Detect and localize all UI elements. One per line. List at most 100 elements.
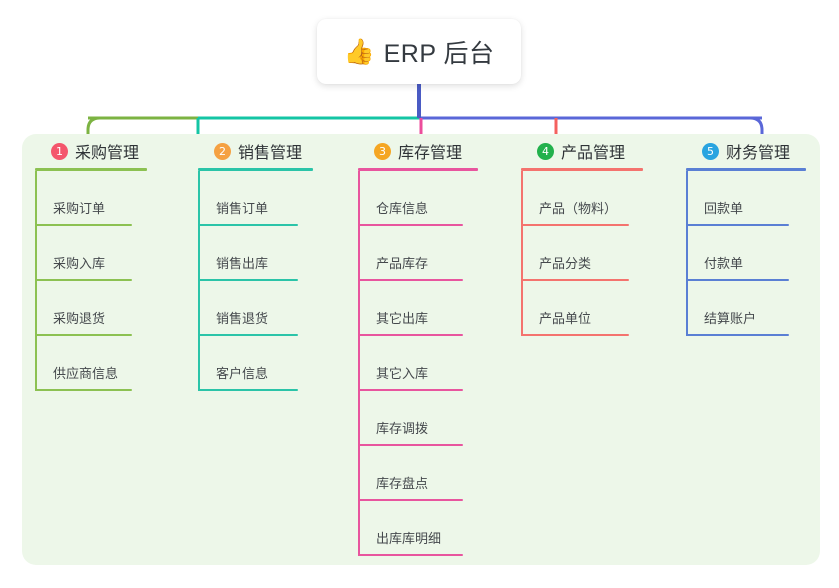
branch-item-rule bbox=[686, 279, 789, 281]
branch-item[interactable]: 库存盘点 bbox=[358, 446, 478, 501]
branch-item[interactable]: 付款单 bbox=[686, 226, 806, 281]
branch-item[interactable]: 出库库明细 bbox=[358, 501, 478, 556]
branch-items: 销售订单销售出库销售退货客户信息 bbox=[198, 171, 313, 391]
branch-item-rule bbox=[686, 224, 789, 226]
branch-item-label: 客户信息 bbox=[216, 366, 269, 381]
branch-item[interactable]: 仓库信息 bbox=[358, 171, 478, 226]
branch-item-label: 出库库明细 bbox=[376, 531, 442, 546]
branch-items: 采购订单采购入库采购退货供应商信息 bbox=[35, 171, 147, 391]
branch-item-rule bbox=[358, 554, 463, 556]
branch-title: 销售管理 bbox=[238, 145, 303, 162]
branch-item[interactable]: 其它入库 bbox=[358, 336, 478, 391]
branch-spine bbox=[35, 171, 37, 391]
branch-item[interactable]: 采购订单 bbox=[35, 171, 147, 226]
branch-item-rule bbox=[521, 334, 629, 336]
branch-items: 仓库信息产品库存其它出库其它入库库存调拨库存盘点出库库明细 bbox=[358, 171, 478, 556]
branch-item[interactable]: 客户信息 bbox=[198, 336, 313, 391]
branch-item[interactable]: 供应商信息 bbox=[35, 336, 147, 391]
branch-item-rule bbox=[198, 224, 298, 226]
branch-item[interactable]: 产品分类 bbox=[521, 226, 643, 281]
branch-item-rule bbox=[686, 334, 789, 336]
branch-item-rule bbox=[35, 389, 132, 391]
branch-item-label: 库存调拨 bbox=[376, 421, 429, 436]
branch-item-rule bbox=[521, 224, 629, 226]
branch-item-label: 其它出库 bbox=[376, 311, 429, 326]
branch-header-rule bbox=[521, 168, 643, 171]
branch-item[interactable]: 库存调拨 bbox=[358, 391, 478, 446]
branch-column-5: 5 财务管理回款单付款单结算账户 bbox=[686, 134, 806, 336]
branch-item[interactable]: 销售出库 bbox=[198, 226, 313, 281]
root-node[interactable]: 👍 ERP 后台 bbox=[317, 19, 521, 84]
branch-item-rule bbox=[521, 279, 629, 281]
branch-header-rule bbox=[686, 168, 806, 171]
branch-item-label: 结算账户 bbox=[704, 311, 757, 326]
branch-title: 产品管理 bbox=[561, 145, 626, 162]
branch-column-4: 4 产品管理产品（物料） 产品分类产品单位 bbox=[521, 134, 643, 336]
branch-item[interactable]: 产品（物料） bbox=[521, 171, 643, 226]
branch-column-2: 2 销售管理销售订单销售出库销售退货客户信息 bbox=[198, 134, 313, 391]
branch-spine bbox=[686, 171, 688, 336]
branch-item-label: 产品分类 bbox=[539, 256, 592, 271]
branch-item-rule bbox=[358, 444, 463, 446]
branch-item-label: 采购订单 bbox=[53, 201, 106, 216]
branch-item[interactable]: 产品单位 bbox=[521, 281, 643, 336]
branch-spine bbox=[198, 171, 200, 391]
branch-item[interactable]: 采购入库 bbox=[35, 226, 147, 281]
branch-item-label: 销售退货 bbox=[216, 311, 269, 326]
thumbs-up-icon: 👍 bbox=[343, 38, 375, 66]
branch-header-2[interactable]: 2 销售管理 bbox=[198, 134, 313, 168]
branch-item[interactable]: 回款单 bbox=[686, 171, 806, 226]
branch-number-badge: 4 bbox=[537, 142, 554, 160]
branch-title: 采购管理 bbox=[75, 145, 140, 162]
branch-item-rule bbox=[358, 334, 463, 336]
branch-item-rule bbox=[35, 224, 132, 226]
branch-item-rule bbox=[358, 389, 463, 391]
branch-item-label: 采购入库 bbox=[53, 256, 106, 271]
branch-items: 产品（物料） 产品分类产品单位 bbox=[521, 171, 643, 336]
branch-header-rule bbox=[198, 168, 313, 171]
branch-item[interactable]: 采购退货 bbox=[35, 281, 147, 336]
branch-header-3[interactable]: 3 库存管理 bbox=[358, 134, 478, 168]
branch-number-badge: 5 bbox=[702, 142, 719, 160]
branch-item-label: 产品单位 bbox=[539, 311, 592, 326]
branch-header-rule bbox=[358, 168, 478, 171]
branch-item[interactable]: 销售订单 bbox=[198, 171, 313, 226]
branch-column-3: 3 库存管理仓库信息产品库存其它出库其它入库库存调拨库存盘点出库库明细 bbox=[358, 134, 478, 556]
branch-item-rule bbox=[198, 389, 298, 391]
branch-title: 库存管理 bbox=[398, 145, 463, 162]
branch-item-label: 销售出库 bbox=[216, 256, 269, 271]
branch-item-rule bbox=[35, 279, 132, 281]
branch-item[interactable]: 产品库存 bbox=[358, 226, 478, 281]
branch-number-badge: 3 bbox=[374, 142, 391, 160]
branch-item-rule bbox=[35, 334, 132, 336]
branch-item-label: 仓库信息 bbox=[376, 201, 429, 216]
branch-item-label: 库存盘点 bbox=[376, 476, 429, 491]
branch-item[interactable]: 销售退货 bbox=[198, 281, 313, 336]
branch-item[interactable]: 结算账户 bbox=[686, 281, 806, 336]
branch-spine bbox=[521, 171, 523, 336]
branch-header-4[interactable]: 4 产品管理 bbox=[521, 134, 643, 168]
branch-item-rule bbox=[358, 279, 463, 281]
root-title: ERP 后台 bbox=[383, 39, 495, 68]
branch-item-rule bbox=[358, 224, 463, 226]
branch-item-label: 回款单 bbox=[704, 201, 744, 216]
branch-header-5[interactable]: 5 财务管理 bbox=[686, 134, 806, 168]
branch-item-label: 供应商信息 bbox=[53, 366, 119, 381]
branch-number-badge: 2 bbox=[214, 142, 231, 160]
branch-item-label: 采购退货 bbox=[53, 311, 106, 326]
branch-items: 回款单付款单结算账户 bbox=[686, 171, 806, 336]
branch-item-label: 产品库存 bbox=[376, 256, 429, 271]
branch-item-label: 付款单 bbox=[704, 256, 744, 271]
branch-spine bbox=[358, 171, 360, 556]
branch-header-rule bbox=[35, 168, 147, 171]
branch-item-label: 产品（物料） bbox=[539, 201, 618, 216]
branch-item-rule bbox=[198, 279, 298, 281]
branch-title: 财务管理 bbox=[726, 145, 791, 162]
branch-item-label: 其它入库 bbox=[376, 366, 429, 381]
branch-item-label: 销售订单 bbox=[216, 201, 269, 216]
branch-item[interactable]: 其它出库 bbox=[358, 281, 478, 336]
